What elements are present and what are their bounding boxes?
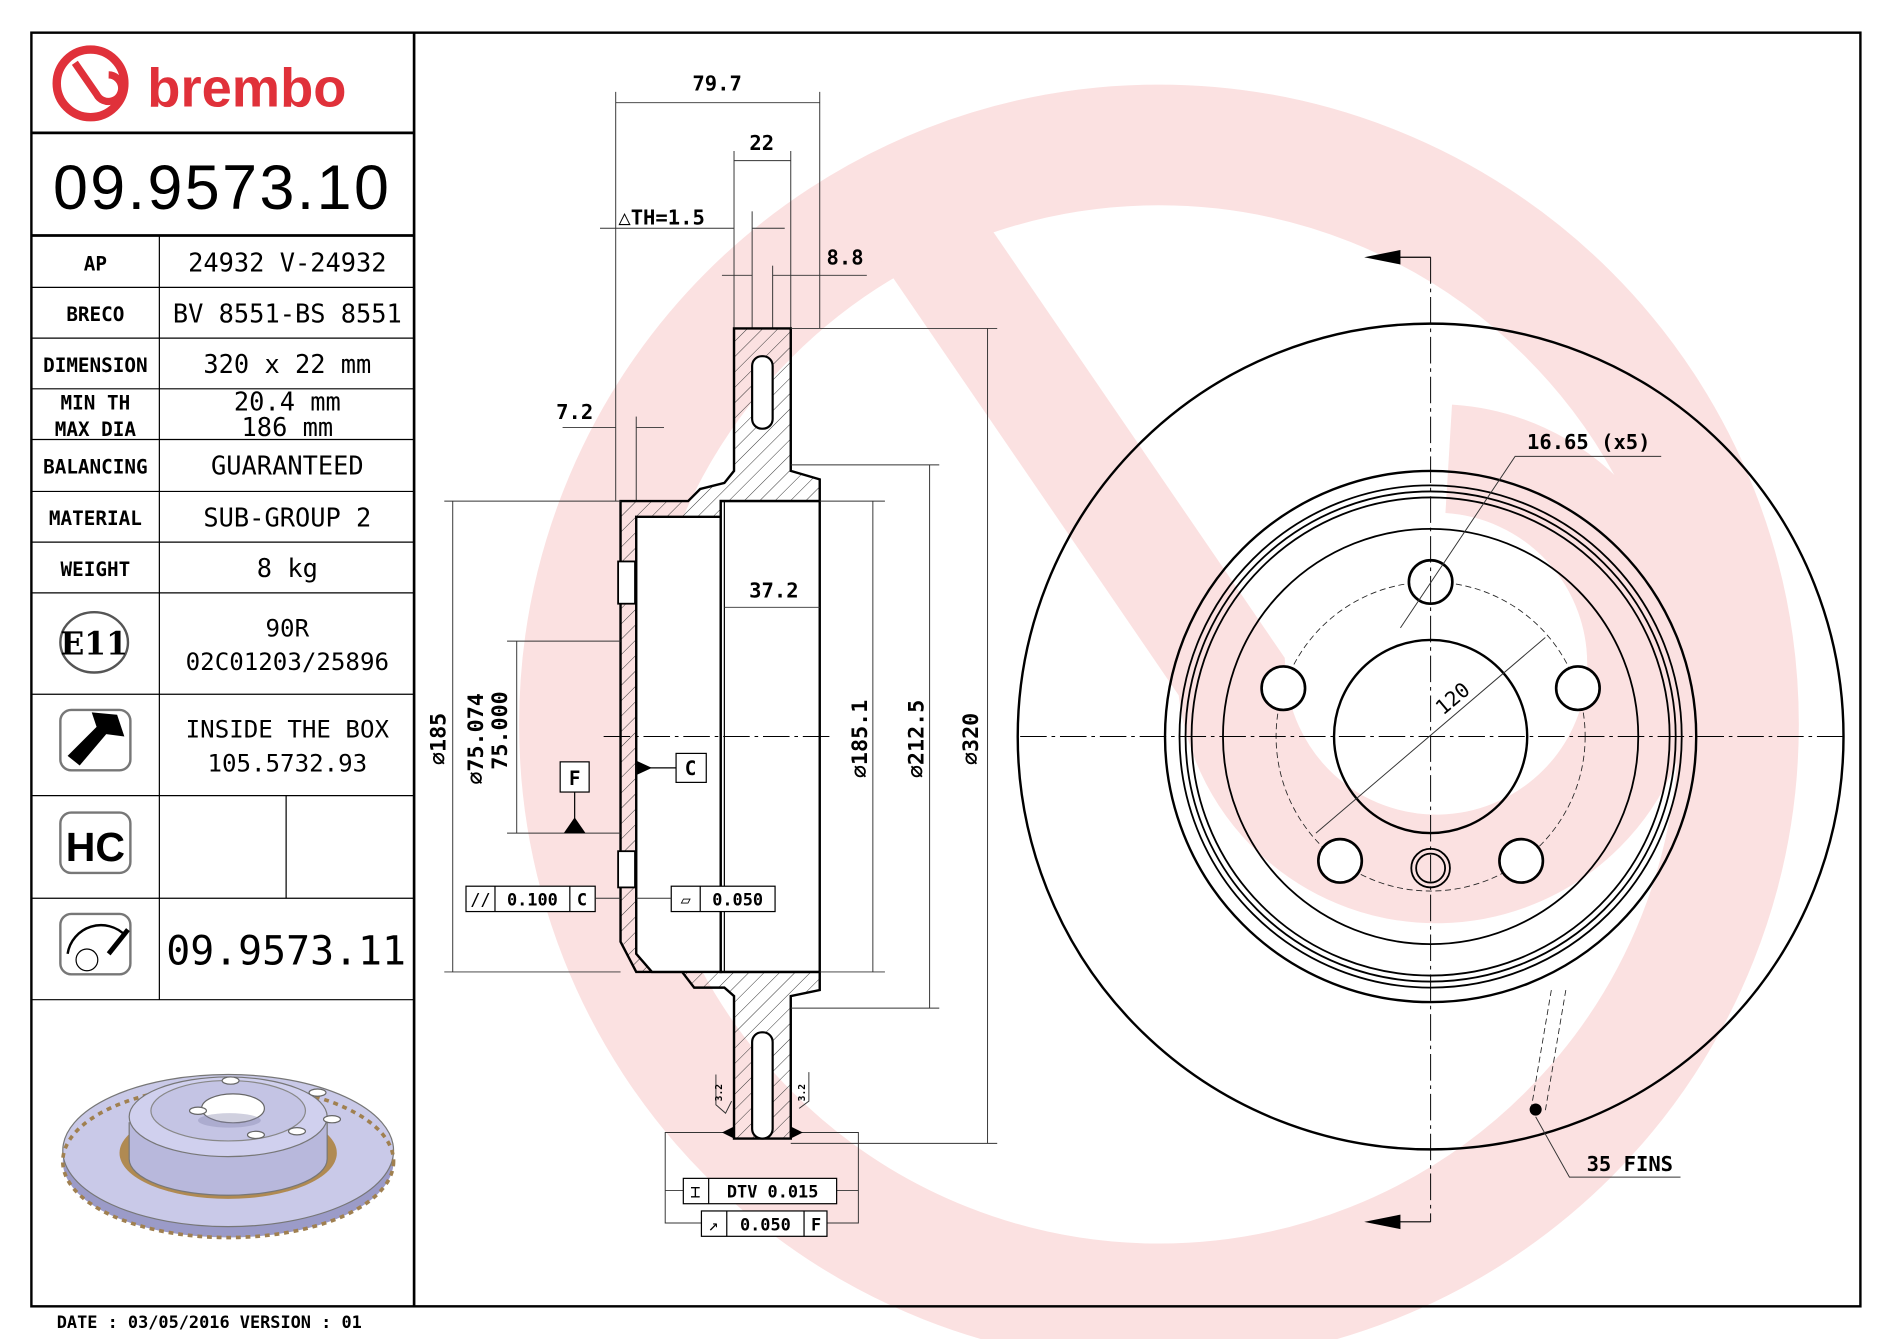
title-block: brembo 09.9573.10 AP 24932 V-24932 BRECO… xyxy=(31,45,415,1240)
approval-line-2: 02C01203/25896 xyxy=(186,648,389,676)
spec-label-breco: BRECO xyxy=(66,303,124,326)
svg-text:C: C xyxy=(685,757,697,780)
dim-37-2: 37.2 xyxy=(749,579,798,603)
hc-icon: HC xyxy=(59,811,132,875)
svg-text:3.2: 3.2 xyxy=(714,1084,725,1101)
dim-dia-212-5: ⌀212.5 xyxy=(905,700,930,778)
section-arrow-bottom xyxy=(1364,1214,1431,1230)
spec-label-dimension: DIMENSION xyxy=(43,354,148,377)
drawing-frame xyxy=(30,31,1862,1308)
spec-value-breco: BV 8551-BS 8551 xyxy=(173,298,402,328)
date-version: DATE : 03/05/2016 VERSION : 01 xyxy=(57,1312,362,1332)
surface-roughness: 3.2 3.2 xyxy=(714,1072,810,1114)
kit-part-number: 09.9573.11 xyxy=(166,929,406,975)
screw-line-2: 105.5732.93 xyxy=(207,750,367,778)
spec-value-weight: 8 kg xyxy=(257,553,318,583)
dim-dia-75-000: 75.000 xyxy=(488,691,513,769)
front-view: 16.65 (x5) 120 35 FINS xyxy=(1016,249,1848,1230)
svg-text:↗: ↗ xyxy=(708,1214,718,1234)
dim-overall-height: 79.7 xyxy=(692,72,741,96)
dim-7-2: 7.2 xyxy=(556,400,593,424)
spec-value-min-th: 20.4 mm xyxy=(234,387,341,417)
e11-approval-icon: E11 xyxy=(59,610,130,674)
svg-text:HC: HC xyxy=(66,824,125,870)
dim-dia-320: ⌀320 xyxy=(959,713,984,765)
brand-name: brembo xyxy=(147,57,346,118)
svg-text:0.050: 0.050 xyxy=(712,890,763,910)
svg-text:▱: ▱ xyxy=(681,890,692,910)
spec-label-ap: AP xyxy=(84,252,107,275)
svg-text://: // xyxy=(470,890,490,910)
bolt-hole-dimension: 16.65 (x5) xyxy=(1527,430,1651,454)
dim-thickness-variation: △TH=1.5 xyxy=(618,206,704,230)
datum-c: C xyxy=(636,752,707,783)
dim-thickness: 22 xyxy=(749,131,774,155)
spec-value-max-dia: 186 mm xyxy=(242,412,334,442)
screw-line-1: INSIDE THE BOX xyxy=(186,716,390,744)
dim-dia-185: ⌀185 xyxy=(426,713,451,765)
dim-dia-75-074: ⌀75.074 xyxy=(464,693,489,785)
spec-value-material: SUB-GROUP 2 xyxy=(203,502,371,532)
dim-dia-185-1: ⌀185.1 xyxy=(848,700,873,778)
svg-text:E11: E11 xyxy=(60,626,128,662)
tolerance-parallelism: // 0.100 C xyxy=(465,885,621,913)
svg-text:0.100: 0.100 xyxy=(507,890,558,910)
surface-roughness-right: 3.2 xyxy=(797,1084,808,1101)
spec-value-dimension: 320 x 22 mm xyxy=(203,349,371,379)
disc-3d-render xyxy=(60,1073,396,1240)
spec-value-balancing: GUARANTEED xyxy=(211,451,364,481)
svg-text:⌶: ⌶ xyxy=(690,1182,700,1202)
svg-text:F: F xyxy=(811,1214,821,1234)
svg-text:C: C xyxy=(577,890,587,910)
spec-label-material: MATERIAL xyxy=(49,507,142,530)
svg-text:F: F xyxy=(569,767,581,790)
spec-label-max-dia: MAX DIA xyxy=(55,418,137,441)
spec-value-ap: 24932 V-24932 xyxy=(188,248,386,278)
tolerance-dtv-runout: ⌶ DTV 0.015 ↗ 0.050 F xyxy=(664,1126,859,1237)
screw-icon xyxy=(59,708,132,772)
brembo-logo: brembo xyxy=(52,45,346,122)
section-arrow-top xyxy=(1364,249,1431,265)
bolt-holes xyxy=(1260,558,1601,884)
spec-label-balancing: BALANCING xyxy=(43,455,148,478)
fins-count: 35 FINS xyxy=(1587,1152,1673,1176)
datum-f: F xyxy=(559,761,590,834)
tolerance-flatness: ▱ 0.050 xyxy=(636,885,776,913)
svg-text:0.050: 0.050 xyxy=(740,1214,791,1234)
pcd-dimension: 120 xyxy=(1431,677,1475,719)
approval-line-1: 90R xyxy=(266,614,310,642)
dim-8-8: 8.8 xyxy=(827,245,864,269)
section-view: 79.7 22 △TH=1.5 8.8 7.2 37.2 ⌀185 ⌀75.07… xyxy=(426,72,998,1237)
svg-text:DTV 0.015: DTV 0.015 xyxy=(727,1182,819,1202)
disc-kit-icon xyxy=(59,912,132,976)
spec-label-min-th: MIN TH xyxy=(61,391,131,414)
part-number: 09.9573.10 xyxy=(53,153,391,223)
spec-label-weight: WEIGHT xyxy=(61,558,131,581)
